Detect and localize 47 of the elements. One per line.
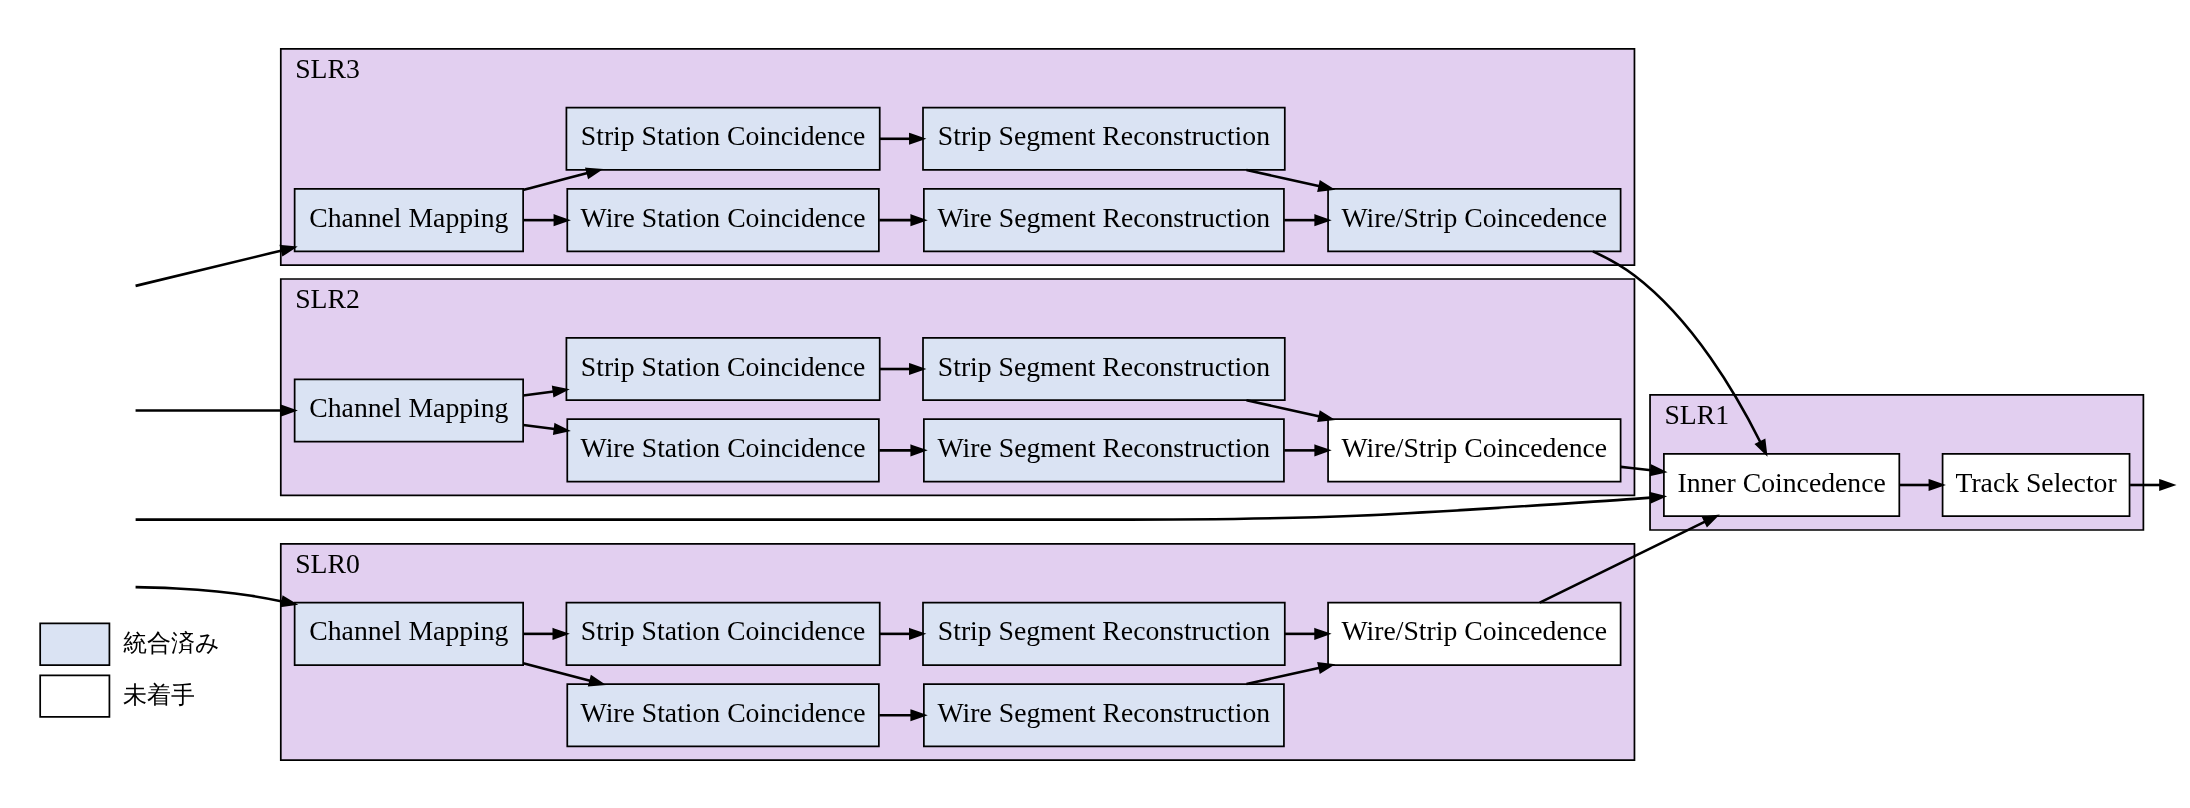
arrow [1900, 478, 1946, 491]
node-box: Wire/Strip Coincedence [1327, 187, 1622, 252]
node-box: Strip Station Coincidence [565, 601, 881, 666]
arrow [879, 708, 928, 721]
node-box: Wire/Strip Coincedence [1327, 601, 1622, 666]
node-box: Track Selector [1941, 452, 2131, 517]
arrow [879, 132, 927, 145]
node-box: Wire Segment Reconstruction [923, 682, 1285, 747]
legend-label: 未着手 [123, 680, 196, 709]
arrow [879, 443, 928, 456]
node-box: Strip Station Coincidence [565, 336, 881, 401]
arrow [879, 213, 928, 226]
node-box: Channel Mapping [293, 601, 524, 666]
node-box: Strip Segment Reconstruction [922, 106, 1286, 171]
node-box: Strip Station Coincidence [565, 106, 881, 171]
node-box: Wire Station Coincidence [566, 187, 880, 252]
arrow [1284, 213, 1332, 226]
arrow [523, 166, 604, 191]
node-box: Wire Segment Reconstruction [923, 187, 1285, 252]
arrow [1246, 661, 1336, 685]
arrow [879, 362, 927, 375]
node-box: Channel Mapping [293, 378, 524, 443]
arrow [523, 422, 571, 435]
arrow [1284, 443, 1332, 456]
arrow [1284, 627, 1332, 640]
node-box: Channel Mapping [293, 187, 524, 252]
arrow [1620, 463, 1668, 476]
node-box: Wire Segment Reconstruction [923, 417, 1285, 482]
node-box: Wire Station Coincidence [566, 417, 880, 482]
arrow [1592, 249, 1768, 457]
arrow [879, 627, 927, 640]
arrow [523, 627, 570, 640]
node-box: Wire Station Coincidence [566, 682, 880, 747]
arrow [523, 213, 571, 226]
node-box: Strip Segment Reconstruction [922, 601, 1286, 666]
node-box: Inner Coincedence [1663, 452, 1901, 517]
legend-label: 統合済み [123, 628, 221, 657]
arrow [2130, 478, 2177, 491]
arrow [135, 491, 1668, 521]
arrow [135, 585, 299, 607]
arrow [1539, 513, 1720, 604]
arrow [135, 244, 298, 287]
arrow [522, 661, 607, 687]
node-box: Wire/Strip Coincedence [1327, 417, 1622, 482]
arrow [135, 404, 298, 417]
arrow [523, 385, 570, 398]
node-box: Strip Segment Reconstruction [922, 336, 1286, 401]
